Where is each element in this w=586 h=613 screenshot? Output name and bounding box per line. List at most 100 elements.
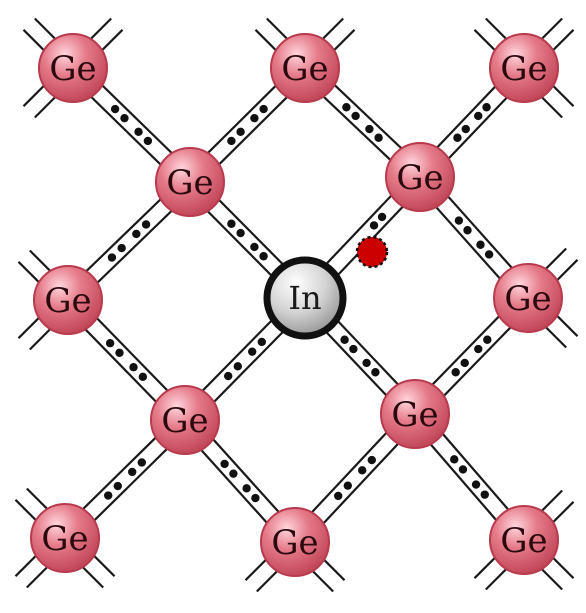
- valence-electron: [351, 111, 360, 121]
- valence-electron: [248, 347, 257, 356]
- valence-electron: [233, 362, 242, 371]
- germanium-atom: Ge: [493, 263, 563, 333]
- indium-atom-sphere: [263, 256, 347, 340]
- valence-electron: [358, 466, 367, 475]
- valence-electron: [132, 229, 141, 239]
- germanium-atom: Ge: [270, 33, 340, 103]
- valence-electron: [117, 243, 126, 253]
- valence-electron: [227, 136, 236, 146]
- valence-electron: [482, 103, 491, 112]
- valence-electron: [483, 335, 492, 344]
- valence-electron: [460, 358, 469, 368]
- valence-electron: [471, 480, 481, 489]
- valence-electron: [362, 358, 371, 368]
- valence-electron: [227, 219, 236, 228]
- valence-electron: [365, 124, 374, 134]
- valence-electron: [342, 103, 351, 112]
- valence-electron: [251, 493, 260, 503]
- valence-electron: [476, 240, 485, 249]
- valence-electron: [374, 133, 383, 142]
- germanium-atom-sphere: [493, 263, 563, 333]
- valence-electron: [236, 228, 245, 238]
- germanium-atom-label: Ge: [281, 49, 328, 89]
- valence-electron: [369, 221, 379, 230]
- valence-electron: [138, 372, 148, 381]
- valence-electron: [461, 124, 470, 134]
- valence-electron: [141, 220, 151, 229]
- valence-electron: [340, 335, 349, 344]
- germanium-atom-sphere: [155, 147, 225, 217]
- indium-atom-label: In: [288, 279, 321, 317]
- valence-electrons: [104, 103, 494, 503]
- valence-electron: [371, 368, 380, 377]
- germanium-atom-sphere: [33, 265, 103, 335]
- valence-electron: [474, 344, 483, 354]
- valence-electron: [474, 111, 483, 121]
- valence-electron: [450, 455, 459, 464]
- valence-electron: [104, 491, 113, 500]
- valence-electron: [334, 491, 343, 501]
- valence-electron: [236, 127, 245, 137]
- valence-electron: [220, 459, 229, 469]
- germanium-atom-label: Ge: [41, 519, 88, 559]
- germanium-atom-label: Ge: [500, 49, 547, 89]
- germanium-atom: Ge: [38, 33, 108, 103]
- valence-electron: [137, 458, 146, 467]
- valence-electron: [115, 348, 124, 357]
- germanium-atom: Ge: [385, 142, 455, 212]
- valence-electron: [484, 250, 494, 259]
- valence-electron: [128, 467, 137, 477]
- valence-electron: [143, 136, 153, 146]
- germanium-atom-sphere: [150, 385, 220, 455]
- germanium-atom-sphere: [30, 503, 100, 573]
- germanium-atom-sphere: [489, 505, 559, 575]
- germanium-atom: Ge: [260, 507, 330, 577]
- germanium-atom-sphere: [260, 507, 330, 577]
- germanium-atom-label: Ge: [49, 49, 96, 89]
- germanium-atom: Ge: [489, 505, 559, 575]
- germanium-atom-sphere: [489, 33, 559, 103]
- valence-electron: [134, 127, 143, 137]
- valence-electron: [480, 490, 489, 499]
- valence-electron: [257, 337, 266, 347]
- valence-electron: [110, 104, 120, 114]
- germanium-atom-sphere: [380, 379, 450, 449]
- germanium-atom: Ge: [380, 379, 450, 449]
- germanium-atom-sphere: [270, 33, 340, 103]
- germanium-atom-label: Ge: [391, 395, 438, 435]
- germanium-atom-label: Ge: [396, 158, 443, 198]
- germanium-atom-label: Ge: [504, 279, 551, 319]
- germanium-atom: Ge: [30, 503, 100, 573]
- valence-electron: [129, 363, 138, 372]
- valence-electron: [463, 226, 472, 235]
- valence-electron: [224, 371, 233, 381]
- valence-electron: [343, 481, 352, 490]
- germanium-atom: Ge: [33, 265, 103, 335]
- valence-electron: [105, 339, 115, 348]
- germanium-atom: Ge: [155, 147, 225, 217]
- valence-electron: [242, 484, 251, 493]
- hole-marker-circle: [355, 235, 389, 269]
- valence-electron: [451, 368, 460, 377]
- valence-electron: [259, 104, 268, 114]
- valence-electron: [367, 455, 376, 465]
- valence-electron: [107, 253, 117, 262]
- germanium-atom-label: Ge: [500, 521, 547, 561]
- valence-electron: [377, 212, 387, 222]
- germanium-atom: Ge: [150, 385, 220, 455]
- germanium-atom-label: Ge: [166, 163, 213, 203]
- valence-electron: [349, 344, 358, 354]
- germanium-atom-label: Ge: [271, 523, 318, 563]
- valence-electron: [250, 242, 259, 252]
- germanium-atom-sphere: [38, 33, 108, 103]
- valence-electron: [259, 252, 268, 261]
- germanium-atom-sphere: [385, 142, 455, 212]
- valence-electron: [250, 113, 259, 123]
- germanium-atom: Ge: [489, 33, 559, 103]
- valence-electron: [453, 133, 462, 142]
- valence-electron: [113, 481, 123, 491]
- indium-atom: In: [263, 256, 347, 340]
